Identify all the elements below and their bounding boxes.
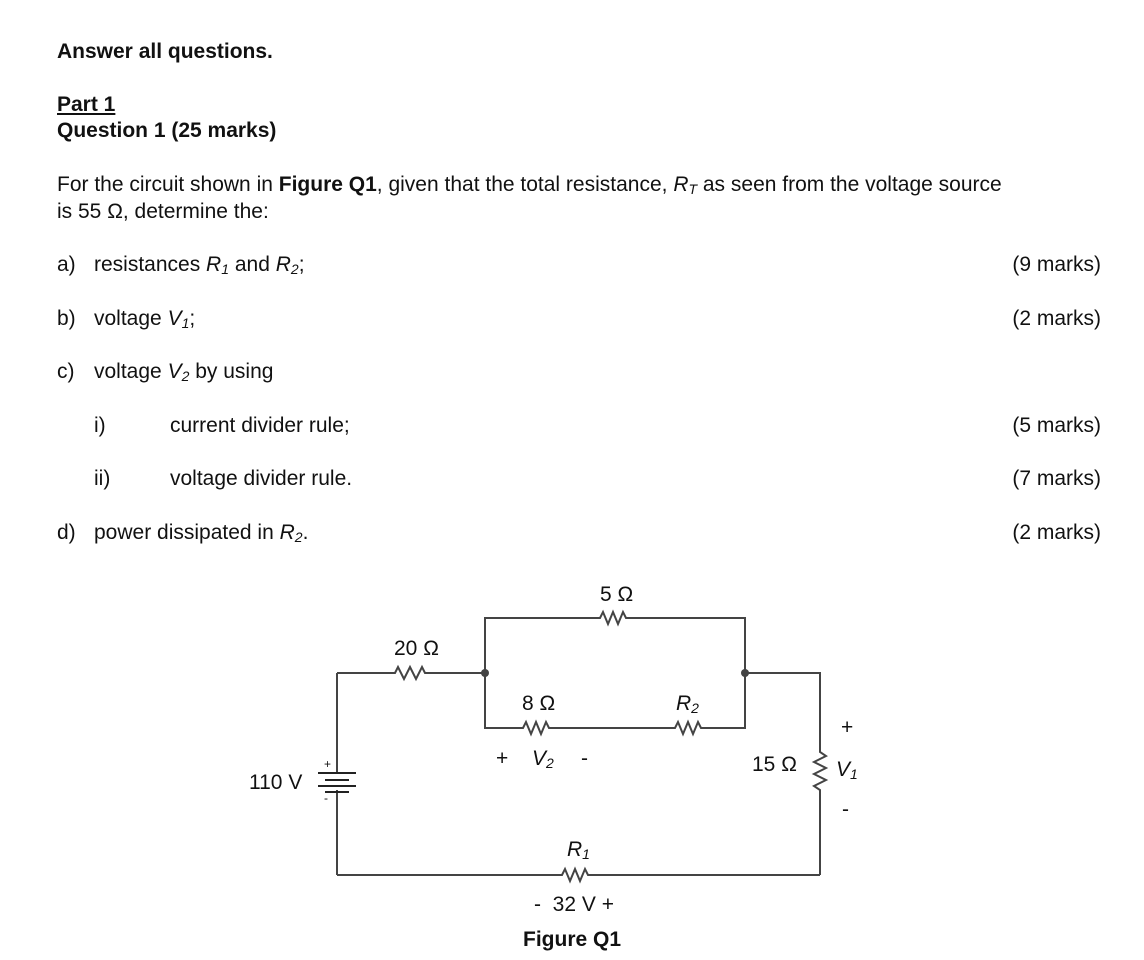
item-b-text: voltage V1; (94, 307, 196, 331)
source-voltage-label: 110 V (249, 771, 302, 794)
item-a-label: a) (57, 253, 76, 276)
battery-minus: - (324, 791, 328, 805)
intro-text: , given that the total resistance, (376, 173, 674, 196)
item-d-text: power dissipated in R2. (94, 521, 309, 545)
item-c-ii-marks: (7 marks) (1012, 467, 1101, 490)
item-a-marks: (9 marks) (1012, 253, 1101, 276)
intro-text: as seen from the voltage source (697, 173, 1002, 196)
r1-voltage-label: - 32 V + (534, 893, 614, 916)
intro-line-1: For the circuit shown in Figure Q1, give… (57, 173, 1002, 197)
resistor-15-label: 15 Ω (752, 753, 797, 776)
battery-icon (318, 772, 356, 793)
resistor-r1-label: R1 (567, 838, 590, 862)
item-c-ii-text: voltage divider rule. (170, 467, 353, 490)
item-d-marks: (2 marks) (1012, 521, 1101, 544)
item-b-label: b) (57, 307, 76, 330)
v2-plus: + (496, 747, 508, 770)
resistor-8-label: 8 Ω (522, 692, 555, 715)
junction-node-left (481, 669, 489, 677)
item-c-i-label: i) (94, 414, 106, 437)
figure-caption: Figure Q1 (523, 928, 621, 951)
wires (336, 609, 829, 884)
resistor-r2-label: R2 (676, 692, 699, 716)
resistor-5-label: 5 Ω (600, 583, 633, 606)
battery-plus: + (324, 757, 331, 771)
item-c-ii-label: ii) (94, 467, 111, 490)
item-c-text: voltage V2 by using (94, 360, 274, 384)
question-title: Question 1 (25 marks) (57, 119, 277, 142)
item-c-i-text: current divider rule; (170, 414, 350, 437)
part-heading: Part 1 (57, 93, 116, 116)
item-a-text: resistances R1 and R2; (94, 253, 305, 277)
v1-plus: + (841, 716, 853, 739)
resistor-20-label: 20 Ω (394, 637, 439, 660)
figure-reference: Figure Q1 (278, 173, 377, 196)
v2-label: V2 (532, 747, 554, 771)
v1-minus: - (842, 798, 849, 821)
intro-line-2: is 55 Ω, determine the: (57, 200, 269, 223)
item-b-marks: (2 marks) (1012, 307, 1101, 330)
item-d-label: d) (57, 521, 76, 544)
intro-text: For the circuit shown in (57, 173, 279, 196)
v2-minus: - (581, 747, 588, 770)
item-c-label: c) (57, 360, 75, 383)
v1-label: V1 (836, 758, 858, 782)
rt-symbol: RT (673, 173, 698, 197)
item-c-i-marks: (5 marks) (1012, 414, 1101, 437)
junction-node-right (741, 669, 749, 677)
instruction-heading: Answer all questions. (57, 40, 273, 63)
